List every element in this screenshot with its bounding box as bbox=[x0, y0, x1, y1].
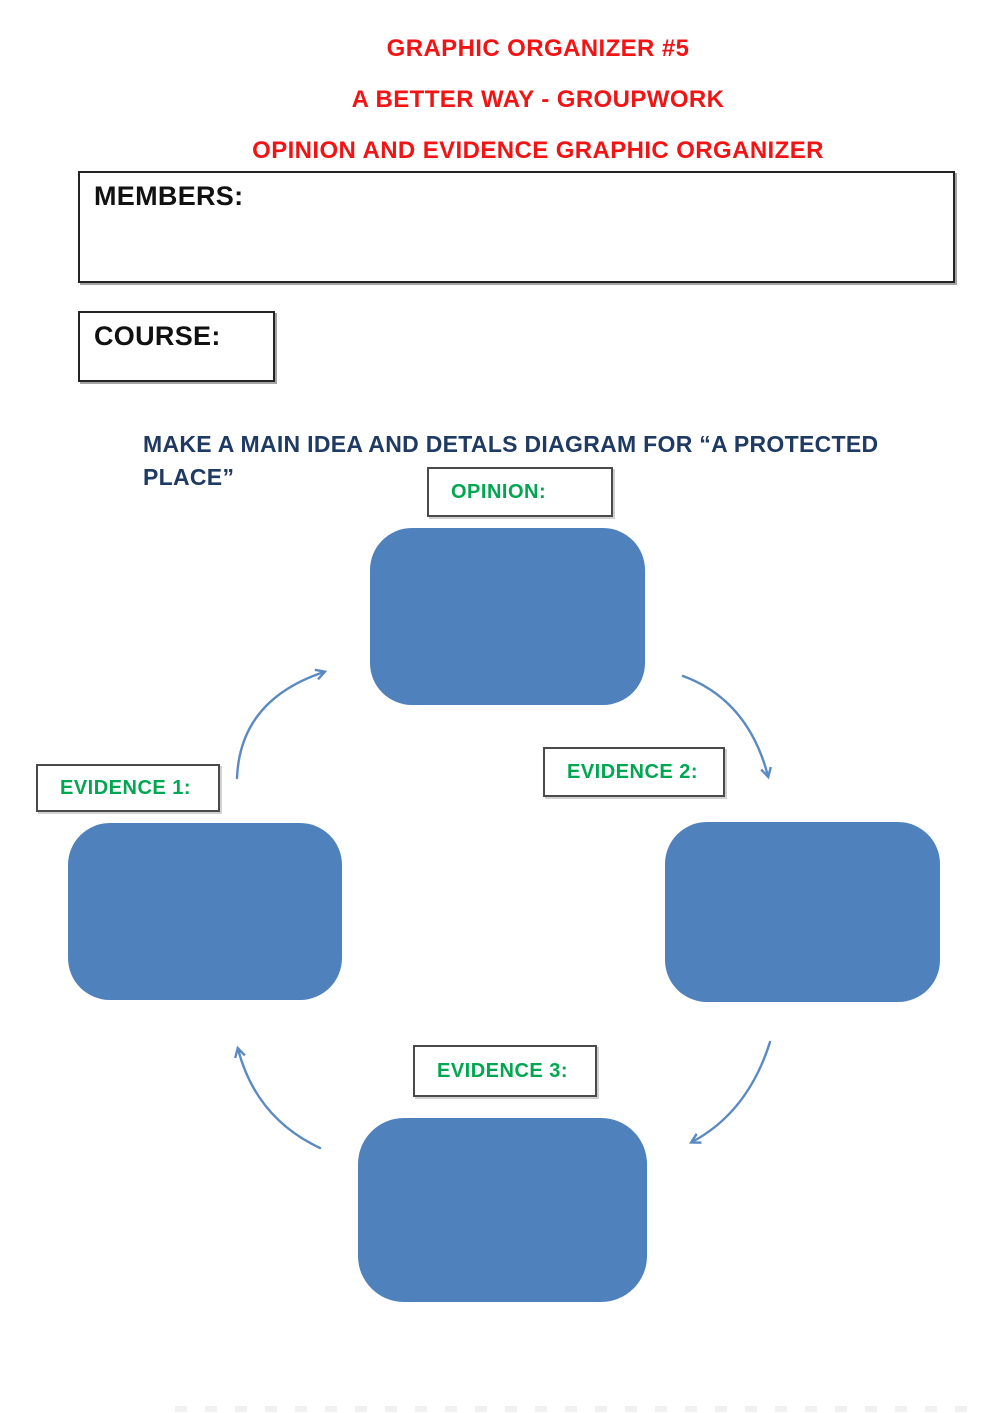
page-bottom-scan-artifact bbox=[175, 1406, 975, 1412]
arrow-evidence2-to-evidence3 bbox=[688, 1040, 772, 1144]
evidence2-answer-box[interactable] bbox=[665, 822, 940, 1002]
arrow-evidence1-to-opinion bbox=[235, 668, 328, 780]
evidence2-caption-box: EVIDENCE 2: bbox=[543, 747, 725, 797]
instruction-text: MAKE A MAIN IDEA AND DETALS DIAGRAM FOR … bbox=[143, 431, 879, 490]
opinion-answer-box[interactable] bbox=[370, 528, 645, 705]
members-field[interactable]: MEMBERS: bbox=[78, 171, 955, 283]
page-title-3: OPINION AND EVIDENCE GRAPHIC ORGANIZER bbox=[252, 137, 824, 164]
course-label: COURSE: bbox=[94, 321, 221, 351]
arrow-evidence3-to-evidence1 bbox=[234, 1045, 322, 1150]
page-title-1: GRAPHIC ORGANIZER #5 bbox=[386, 35, 690, 62]
header: GRAPHIC ORGANIZER #5 A BETTER WAY - GROU… bbox=[0, 36, 1000, 189]
course-field[interactable]: COURSE: bbox=[78, 311, 275, 382]
members-label: MEMBERS: bbox=[94, 181, 244, 211]
evidence3-caption: EVIDENCE 3: bbox=[437, 1059, 569, 1082]
evidence3-answer-box[interactable] bbox=[358, 1118, 647, 1302]
page-title-2: A BETTER WAY - GROUPWORK bbox=[351, 86, 725, 113]
evidence1-caption: EVIDENCE 1: bbox=[60, 776, 192, 799]
evidence3-caption-box: EVIDENCE 3: bbox=[413, 1045, 597, 1097]
opinion-caption-box: OPINION: bbox=[427, 467, 613, 517]
evidence1-answer-box[interactable] bbox=[68, 823, 342, 1000]
evidence2-caption: EVIDENCE 2: bbox=[567, 760, 699, 783]
opinion-caption: OPINION: bbox=[451, 480, 547, 503]
evidence1-caption-box: EVIDENCE 1: bbox=[36, 764, 220, 812]
